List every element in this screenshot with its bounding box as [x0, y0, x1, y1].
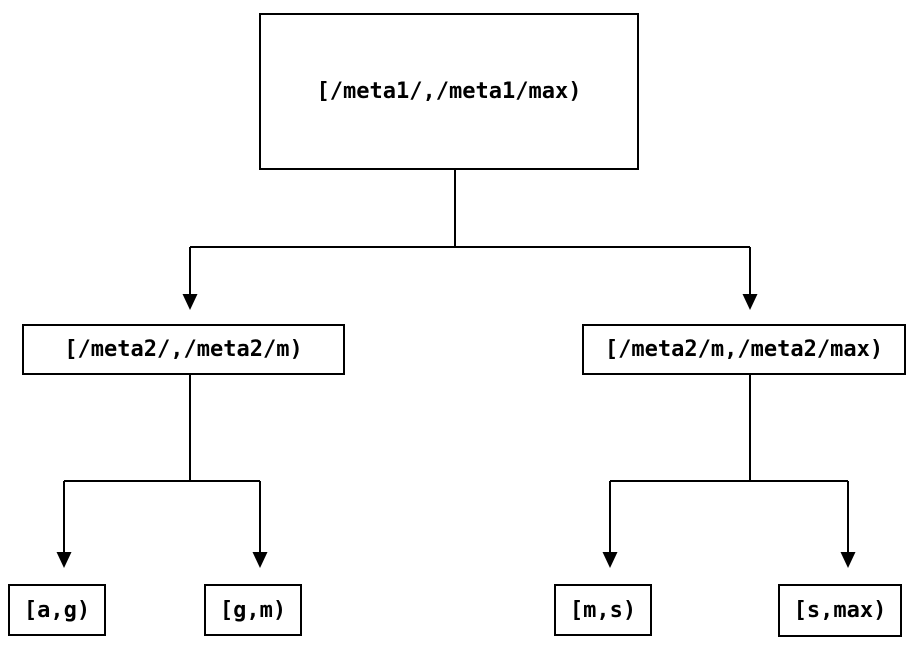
node-label: [/meta1/,/meta1/max)	[316, 79, 582, 104]
node-label: [a,g)	[23, 597, 91, 623]
node-leaf-g-m: [g,m)	[204, 584, 302, 636]
node-label: [/meta2/,/meta2/m)	[64, 337, 303, 362]
node-root-interval: [/meta1/,/meta1/max)	[259, 13, 639, 170]
edge-root-to-level2	[189, 170, 751, 295]
edge-right-subtree	[609, 375, 849, 553]
node-leaf-s-max: [s,max)	[778, 584, 902, 637]
arrow-down-icon	[182, 294, 198, 310]
node-label: [g,m)	[219, 597, 287, 623]
arrow-down-icon	[252, 552, 268, 568]
node-label: [m,s)	[569, 597, 637, 623]
node-leaf-m-s: [m,s)	[554, 584, 652, 636]
edge-left-subtree	[63, 375, 261, 553]
node-leaf-a-g: [a,g)	[8, 584, 106, 636]
node-label: [/meta2/m,/meta2/max)	[604, 337, 884, 362]
arrow-down-icon	[56, 552, 72, 568]
node-meta2-right-interval: [/meta2/m,/meta2/max)	[582, 324, 906, 375]
arrow-down-icon	[602, 552, 618, 568]
node-meta2-left-interval: [/meta2/,/meta2/m)	[22, 324, 345, 375]
arrow-down-icon	[742, 294, 758, 310]
node-label: [s,max)	[793, 598, 887, 623]
arrow-down-icon	[840, 552, 856, 568]
